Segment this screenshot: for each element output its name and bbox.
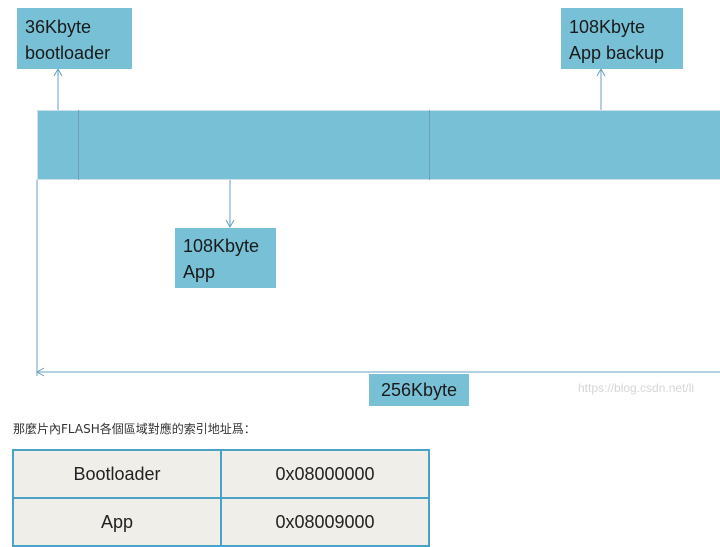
app-arrowhead: [225, 219, 235, 229]
flash-memory-bar: [37, 110, 720, 180]
region-cell: App: [12, 497, 222, 547]
address-cell: 0x08000000: [220, 449, 430, 499]
region-cell: Bootloader: [12, 449, 222, 499]
bootloader-label: 36Kbyte bootloader: [17, 8, 132, 69]
address-caption: 那麼片內FLASH各個區域對應的索引地址爲：: [13, 422, 256, 436]
total-size-label: 256Kbyte: [369, 374, 469, 406]
bootloader-app-divider: [78, 110, 79, 180]
bootloader-arrowhead: [53, 67, 63, 77]
app-backup-divider: [429, 110, 430, 180]
span-arrowhead: [35, 367, 45, 377]
table-row: App 0x08009000: [12, 497, 430, 547]
backup-arrowhead: [596, 67, 606, 77]
app-label: 108Kbyte App: [175, 228, 276, 288]
app-backup-label: 108Kbyte App backup: [561, 8, 683, 69]
address-cell: 0x08009000: [220, 497, 430, 547]
address-table: Bootloader 0x08000000 App 0x08009000: [12, 449, 430, 547]
watermark: https://blog.csdn.net/li: [578, 381, 695, 395]
table-row: Bootloader 0x08000000: [12, 449, 430, 499]
